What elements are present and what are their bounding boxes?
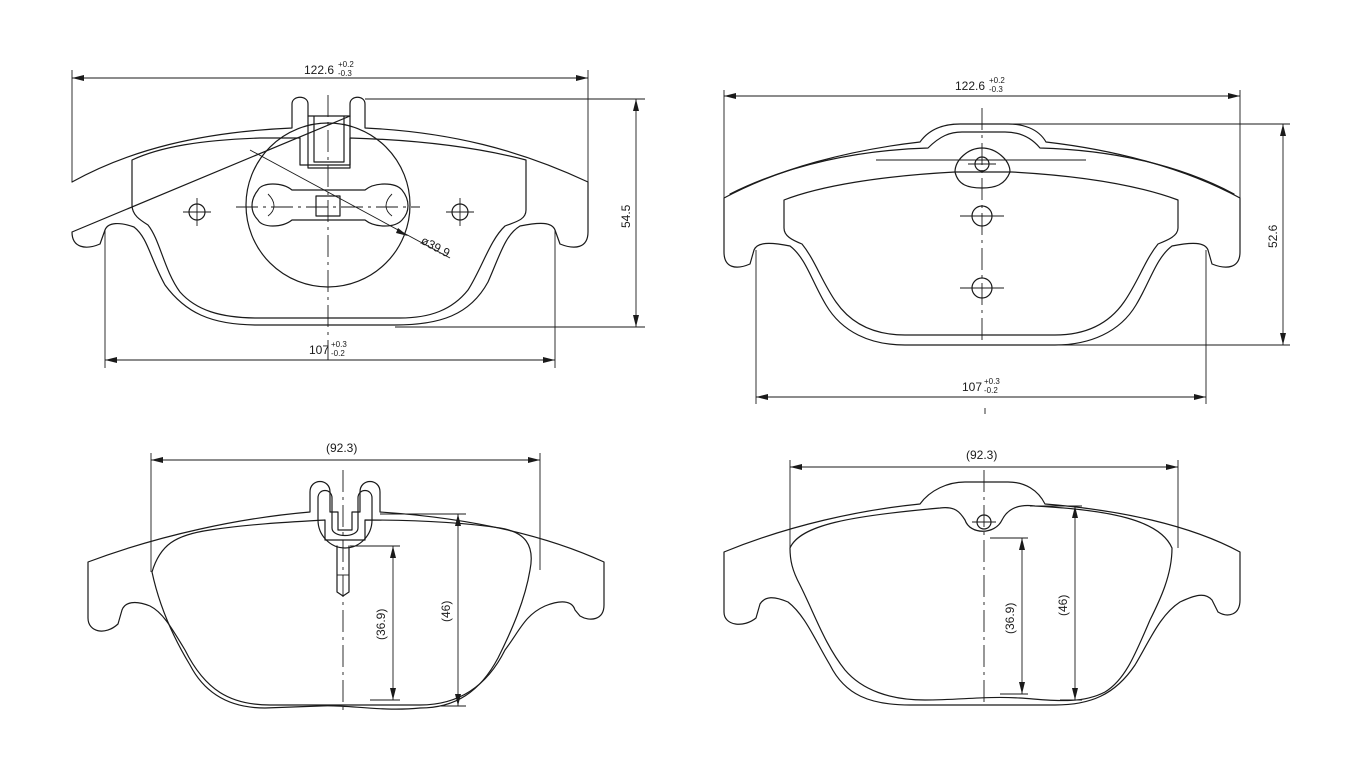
center-tab [954, 147, 1011, 189]
wear-clip [317, 489, 373, 549]
rear-clip-pad-height: (46) [439, 601, 453, 622]
rear-holes-pin-height: (36.9) [1003, 603, 1017, 634]
front-clip-height: 54.5 [619, 204, 633, 228]
front-holes-width-inner-tol-lower: -0.2 [984, 386, 998, 395]
friction-pad-outline [783, 171, 1179, 336]
front-clip-width-inner: 107 [309, 343, 329, 357]
view-front-clip: 122.6 +0.2 -0.3 107 +0.3 -0.2 54.5 ø39.9 [71, 60, 645, 368]
rear-holes-pad-height: (46) [1056, 595, 1070, 616]
wear-clip [307, 115, 351, 169]
front-holes-width-overall-tol-upper: +0.2 [989, 76, 1005, 85]
front-clip-width-inner-tol-lower: -0.2 [331, 349, 345, 358]
rear-clip-pin-height: (36.9) [374, 609, 388, 640]
rear-clip-pad-width: (92.3) [326, 441, 357, 455]
backing-plate-inner-edge [729, 131, 1235, 195]
backing-plate-outline [723, 481, 1241, 706]
view-rear-holes: (92.3) (46) (36.9) [723, 448, 1241, 706]
front-holes-width-inner: 107 [962, 380, 982, 394]
friction-pad-outline [131, 137, 527, 319]
front-holes-height: 52.6 [1266, 224, 1280, 248]
backing-plate-outline [723, 123, 1241, 346]
front-holes-width-overall-tol-lower: -0.3 [989, 85, 1003, 94]
front-clip-width-overall-tol-upper: +0.2 [338, 60, 354, 69]
front-holes-width-overall: 122.6 [955, 79, 985, 93]
front-holes-width-inner-tol-upper: +0.3 [984, 377, 1000, 386]
backing-plate-outline [71, 96, 589, 326]
front-clip-width-overall-tol-lower: -0.3 [338, 69, 352, 78]
front-clip-width-inner-tol-upper: +0.3 [331, 340, 347, 349]
view-front-holes: 122.6 +0.2 -0.3 107 +0.3 -0.2 52.6 [723, 76, 1290, 414]
sensor-body [251, 183, 409, 227]
view-rear-clip: (92.3) (46) (36.9) [87, 441, 605, 712]
rear-holes-pad-width: (92.3) [966, 448, 997, 462]
backing-plate-outline [87, 480, 605, 706]
sensor-circle-diameter: ø39.9 [419, 233, 453, 260]
friction-pad-outline [789, 504, 1173, 702]
friction-pad-outline [151, 519, 532, 710]
front-clip-width-overall: 122.6 [304, 63, 334, 77]
